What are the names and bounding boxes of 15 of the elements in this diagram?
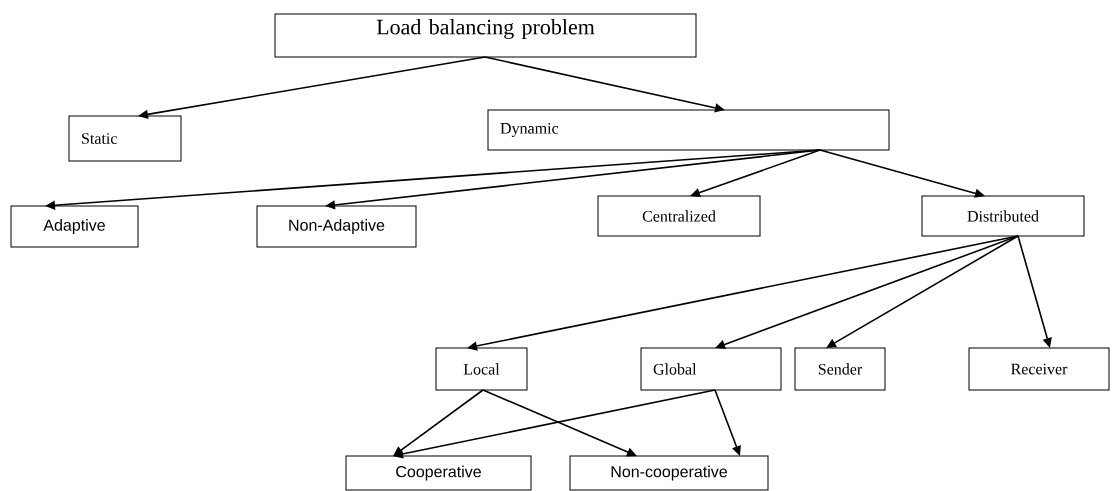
box: Non-cooperative (569, 455, 769, 491)
box: Distributed (921, 195, 1085, 237)
box: Adaptive (10, 205, 139, 248)
box: Dynamic (487, 109, 890, 151)
box: Receiver (968, 347, 1110, 391)
box: Sender (794, 347, 886, 391)
arrow (826, 235, 1019, 348)
box: Cooperative (345, 455, 532, 491)
box: Centralized (597, 195, 761, 237)
box: Load balancing problem (274, 13, 697, 58)
box: Static (68, 115, 182, 162)
box: Global (640, 347, 782, 391)
box: Local (435, 347, 528, 391)
box: Non-Adaptive (256, 205, 417, 248)
arrow (393, 389, 484, 456)
